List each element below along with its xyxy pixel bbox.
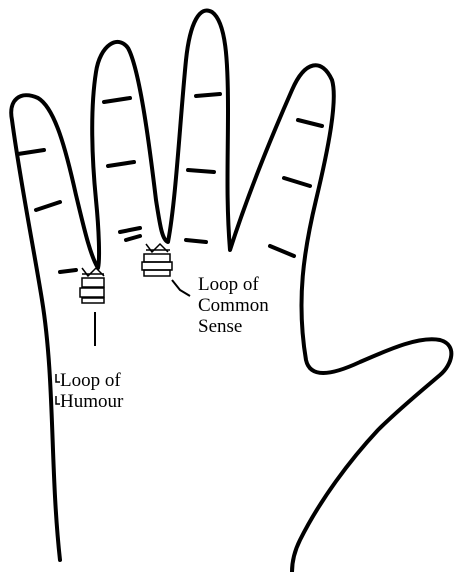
loop-of-common-sense-label: Loop of Common Sense [198,274,269,337]
crease [126,236,140,240]
loop-of-humour-line-2: Humour [60,391,123,412]
crease [120,228,140,232]
loop-of-humour-mark [80,268,104,303]
loop-of-humour-label: Loop of Humour [60,370,123,412]
crease [60,270,76,272]
common-sense-pointer-line [172,280,190,296]
crease [18,150,44,154]
loop-of-common-sense-mark [142,244,172,276]
loop-of-humour-line-1: Loop of [60,370,123,391]
crease [36,202,60,210]
crease [196,94,220,96]
loop-of-common-sense-line-3: Sense [198,316,269,337]
crease [108,162,134,166]
crease [188,170,214,172]
loop-of-common-sense-line-2: Common [198,295,269,316]
crease [298,120,322,126]
crease [270,246,294,256]
crease [104,98,130,102]
loop-of-common-sense-line-1: Loop of [198,274,269,295]
crease [284,178,310,186]
crease [186,240,206,242]
